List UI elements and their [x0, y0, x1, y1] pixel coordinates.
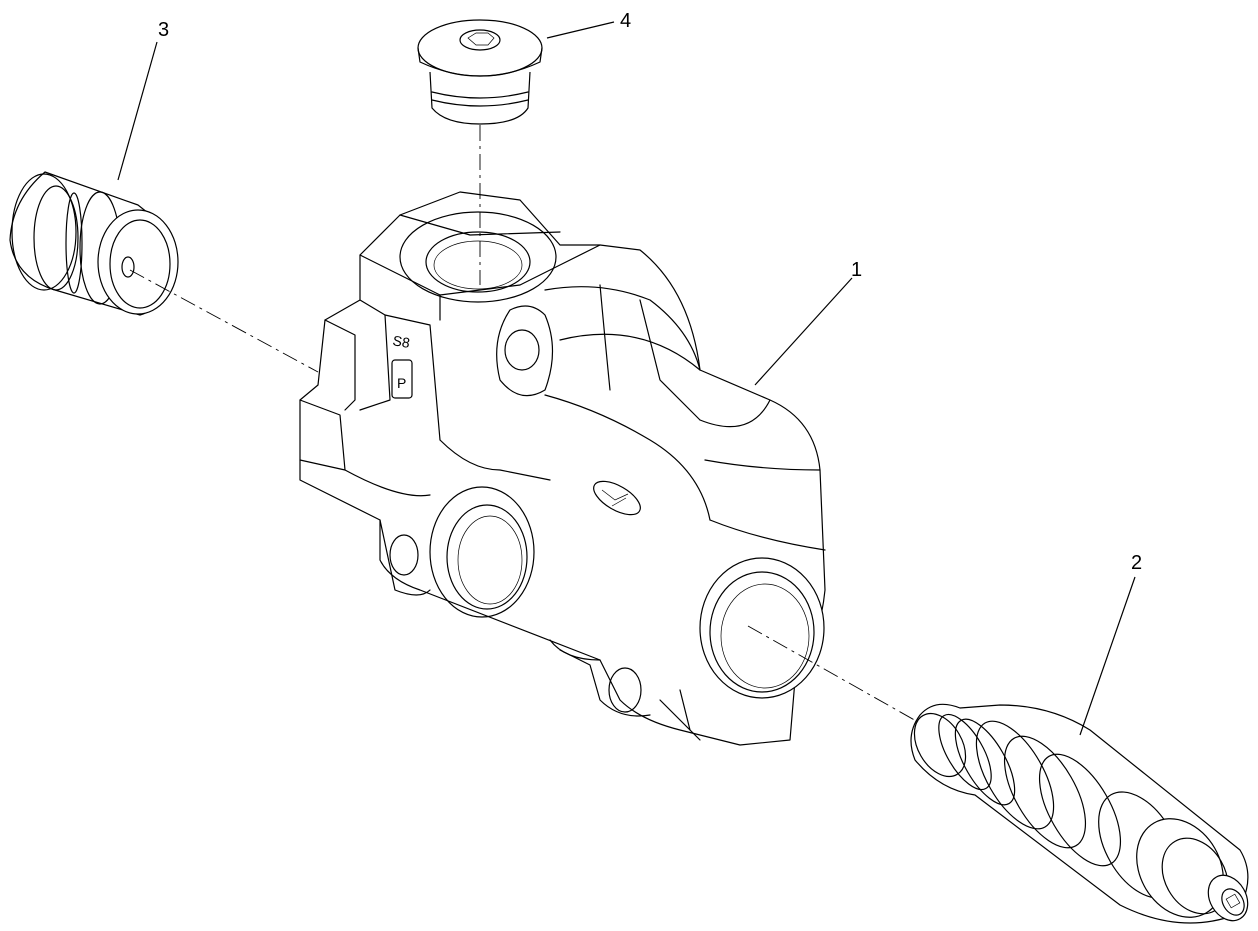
plug-part-4	[417, 19, 543, 125]
relief-cartridge-part-2	[910, 703, 1249, 924]
callout-3: 3	[158, 19, 170, 41]
callout-1: 1	[851, 259, 863, 281]
valve-body: S8 P	[299, 191, 826, 746]
leader-lines	[117, 21, 1136, 736]
plug-part-3	[9, 171, 179, 316]
marking-p: P	[397, 375, 406, 391]
assembly-centerlines	[129, 125, 919, 723]
marking-s8: S8	[391, 332, 411, 351]
callout-2: 2	[1131, 552, 1143, 574]
callout-4: 4	[620, 10, 632, 32]
